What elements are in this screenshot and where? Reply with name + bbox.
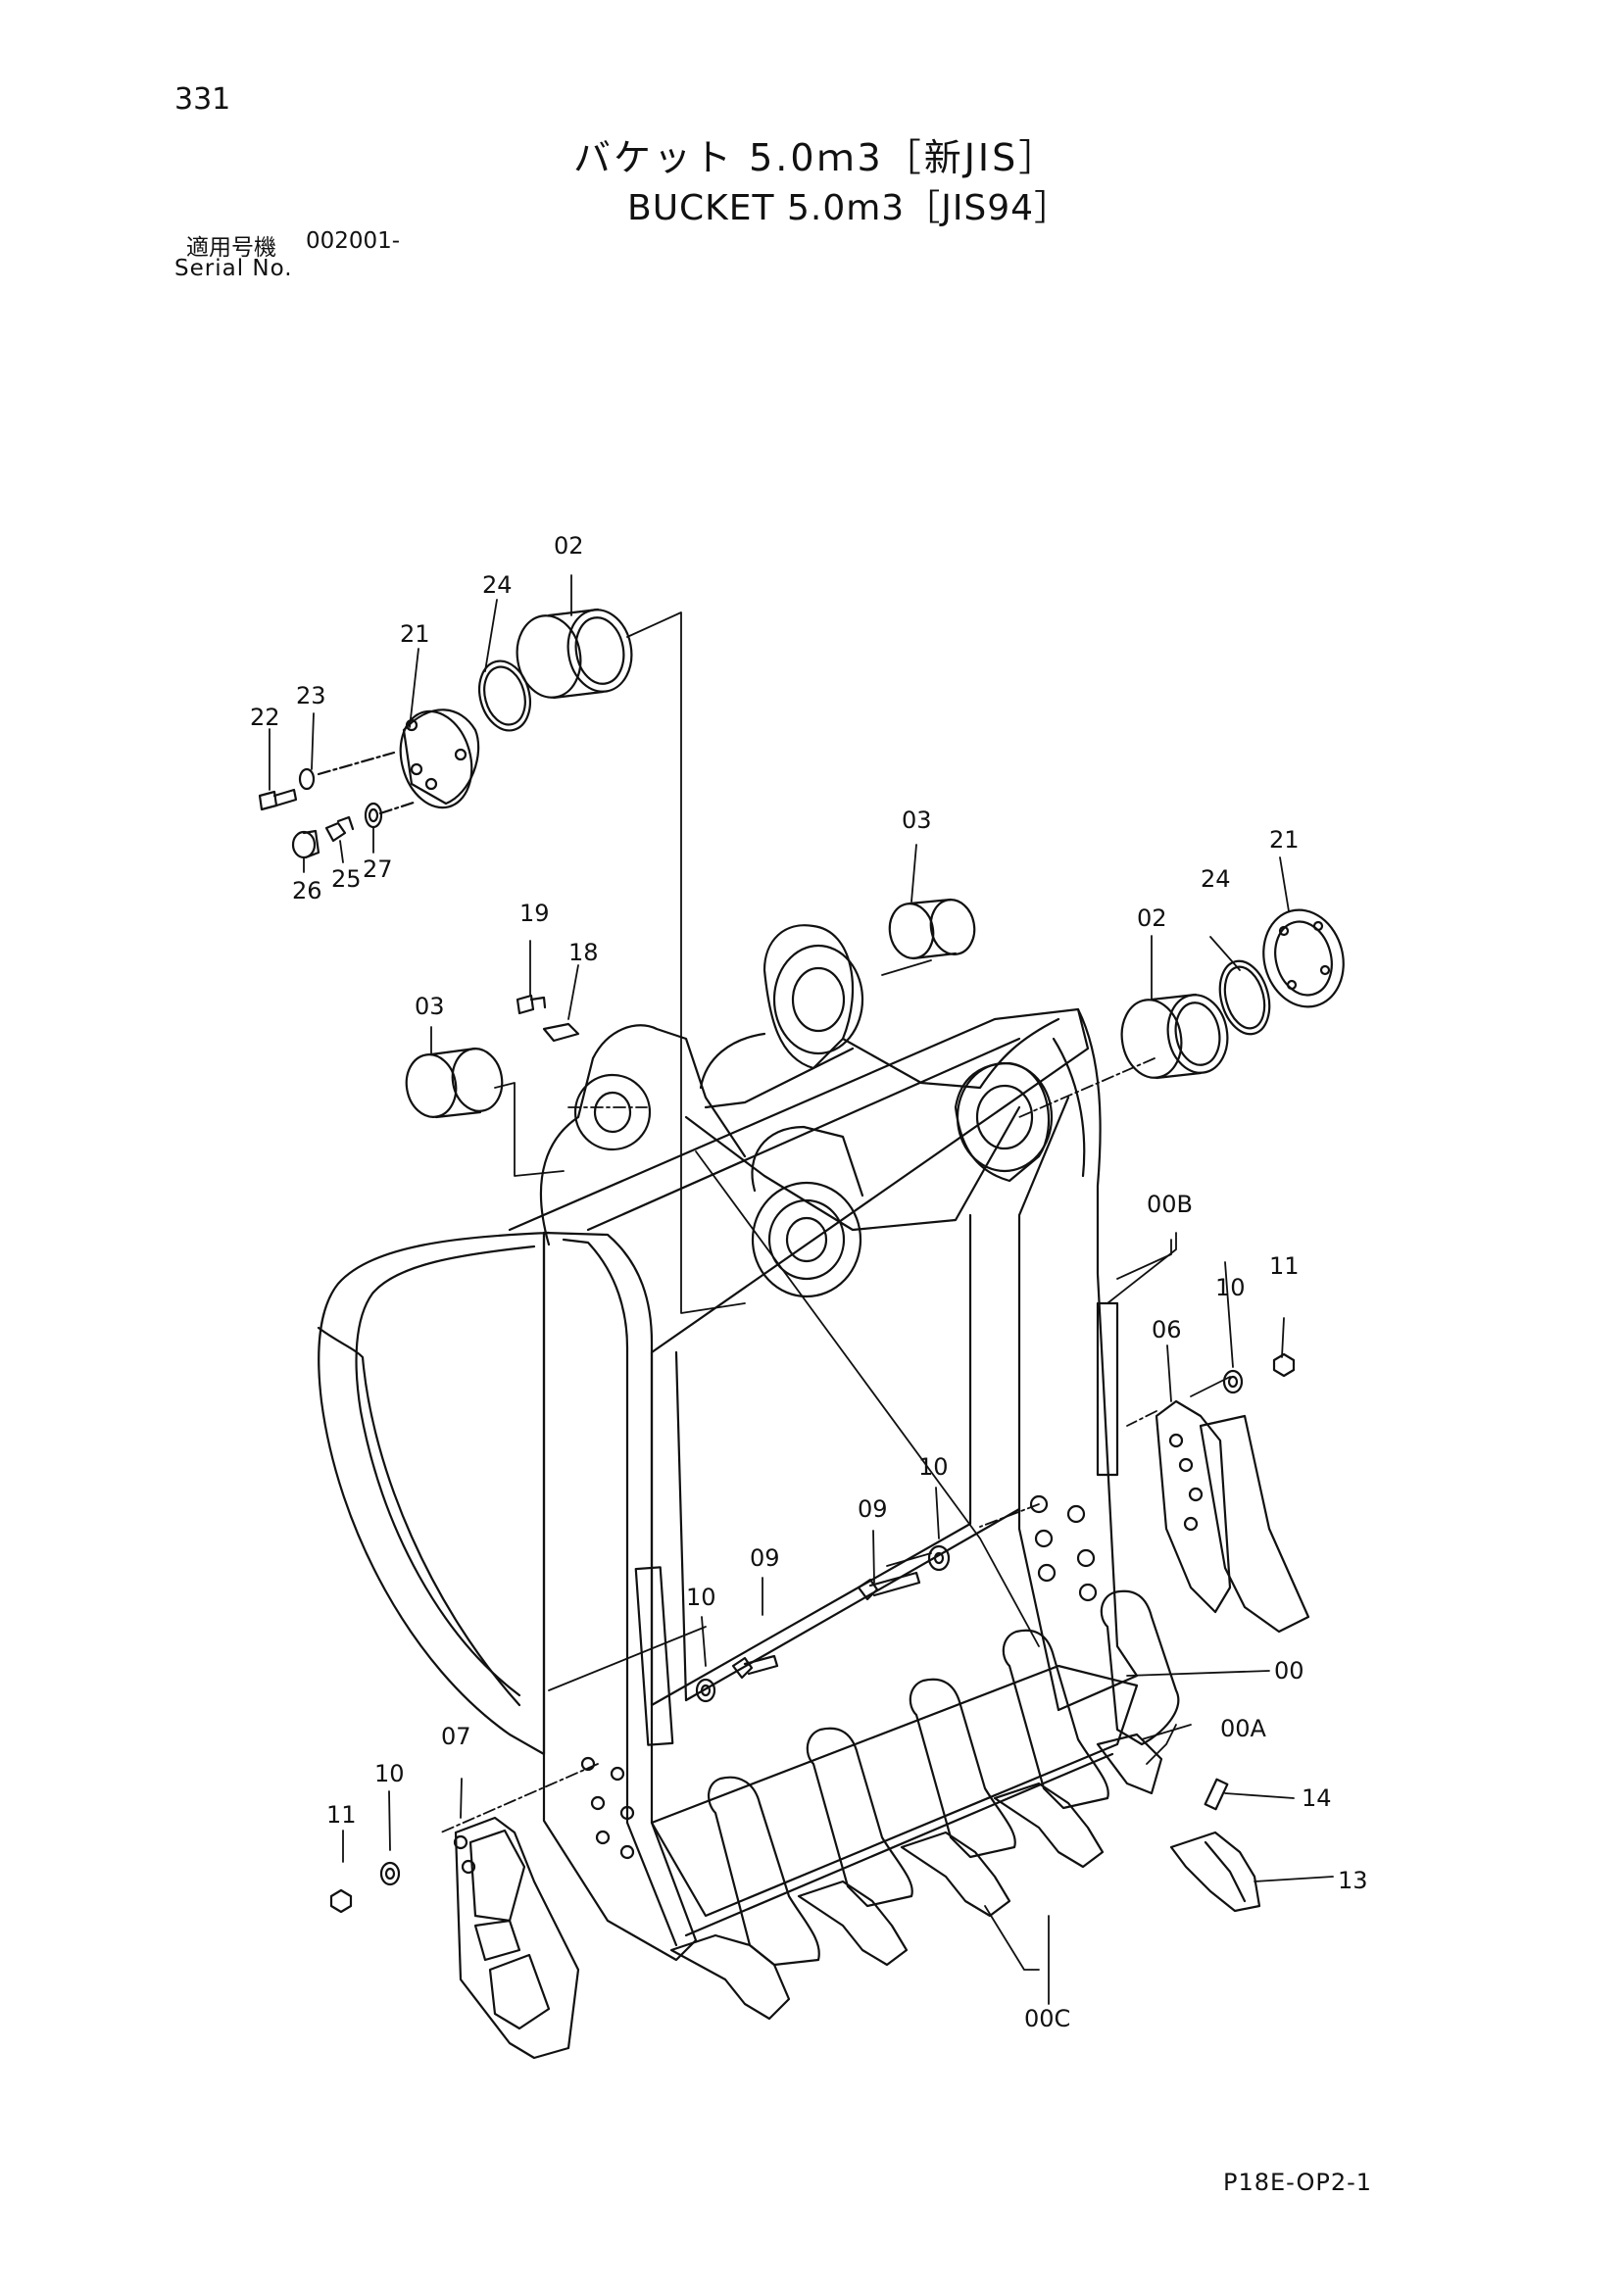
callout-24: 24 — [482, 571, 513, 599]
callout-10: 10 — [1215, 1274, 1246, 1301]
callout-13: 13 — [1338, 1867, 1368, 1894]
callout-00A: 00A — [1220, 1715, 1267, 1742]
callout-14: 14 — [1302, 1784, 1332, 1812]
callout-labels: 02 24 21 22 23 26 25 27 19 18 03 03 21 2… — [250, 532, 1368, 2032]
left-pin-components — [258, 608, 633, 859]
callout-07: 07 — [441, 1723, 471, 1750]
serial-label-english: Serial No. — [174, 256, 293, 281]
hardware — [329, 1352, 1296, 1914]
callout-00B: 00B — [1147, 1191, 1193, 1218]
callout-10: 10 — [918, 1453, 949, 1481]
callout-06: 06 — [1152, 1316, 1182, 1343]
callout-10: 10 — [686, 1584, 716, 1611]
callout-24: 24 — [1201, 865, 1231, 893]
callout-00C: 00C — [1024, 2005, 1070, 2032]
tooth-4 — [993, 1629, 1109, 1869]
drawing-code: P18E-OP2-1 — [1223, 2169, 1373, 2196]
tooth-5 — [1096, 1589, 1180, 1795]
tooth-1 — [669, 1776, 820, 2021]
callout-02: 02 — [1137, 904, 1167, 932]
callout-21: 21 — [400, 620, 430, 648]
callout-11: 11 — [1269, 1252, 1300, 1280]
callout-03: 03 — [902, 806, 932, 834]
callout-09: 09 — [750, 1544, 780, 1572]
callout-27: 27 — [363, 855, 393, 883]
callout-02: 02 — [554, 532, 584, 560]
serial-label-japanese: 適用号機 — [186, 235, 276, 261]
callout-11: 11 — [326, 1801, 357, 1829]
bucket-body — [317, 1007, 1139, 1962]
callout-25: 25 — [331, 865, 362, 893]
spare-tooth — [1169, 1831, 1261, 1913]
page-number: 331 — [174, 82, 231, 117]
page-title-english: BUCKET 5.0m3［JIS94］ — [627, 188, 1071, 228]
callout-19: 19 — [519, 900, 550, 927]
tooth-pin — [1204, 1778, 1229, 1811]
tooth-3 — [900, 1678, 1016, 1918]
callout-09: 09 — [858, 1495, 888, 1523]
side-cutter-right — [1155, 1399, 1310, 1634]
callout-23: 23 — [296, 682, 326, 709]
page-title-japanese: バケット 5.0ｍ3［新JIS］ — [573, 136, 1059, 179]
tooth-2 — [797, 1727, 913, 1967]
serial-number-value: 002001- — [306, 228, 401, 254]
bucket-teeth — [669, 1589, 1261, 2021]
callout-21: 21 — [1269, 826, 1300, 854]
callout-18: 18 — [568, 939, 599, 966]
callout-26: 26 — [292, 877, 322, 904]
side-cutter-left — [453, 1816, 580, 2060]
callout-10: 10 — [374, 1760, 405, 1787]
leader-lines — [269, 574, 1334, 2005]
callout-22: 22 — [250, 704, 280, 731]
bucket-bosses — [539, 924, 1060, 1298]
callout-00: 00 — [1274, 1657, 1304, 1685]
right-pin-components — [405, 898, 1345, 1119]
callout-03: 03 — [415, 993, 445, 1020]
